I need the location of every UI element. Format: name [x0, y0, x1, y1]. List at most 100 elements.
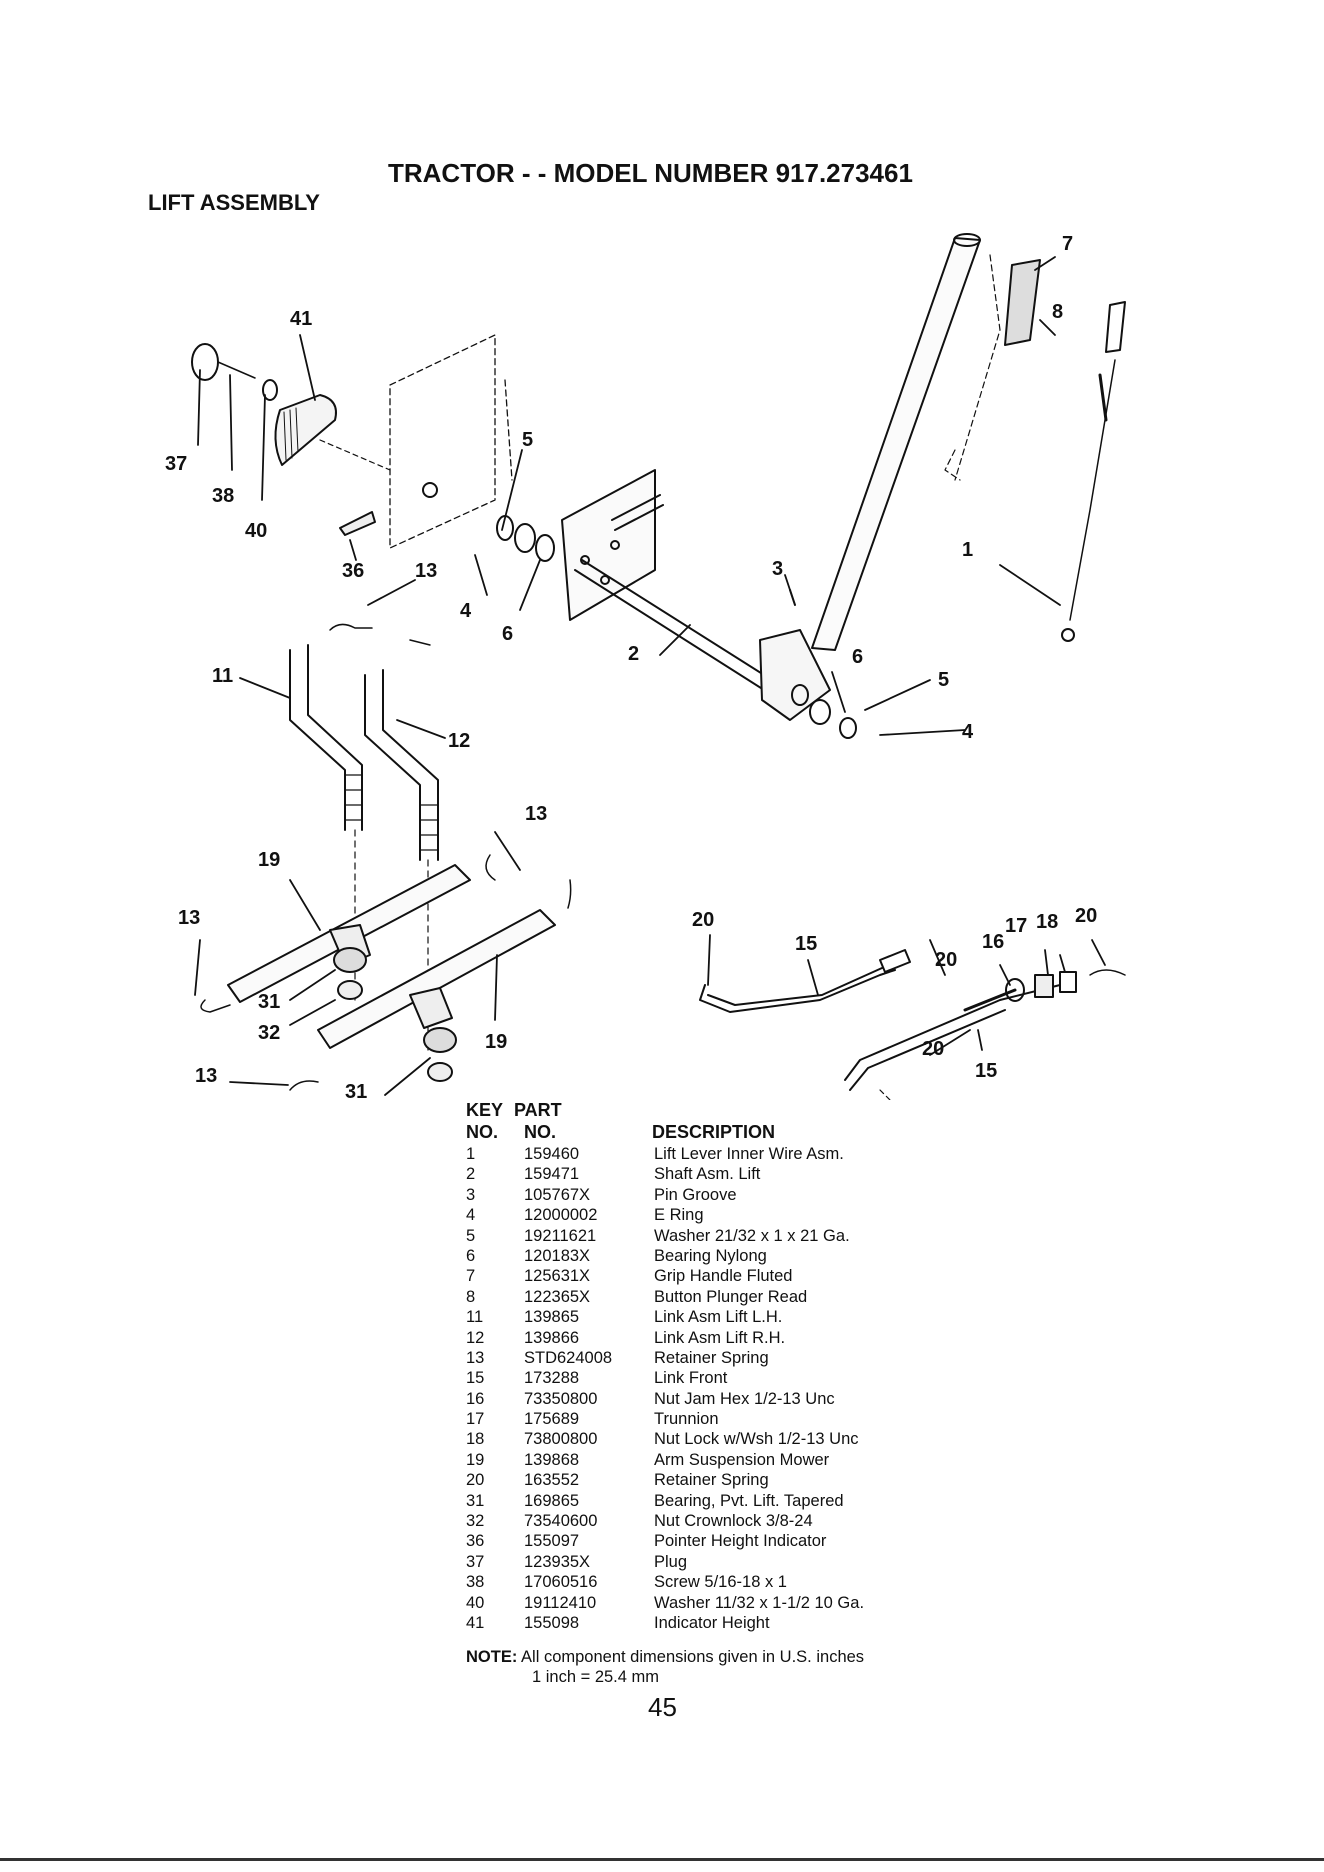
description-cell: Link Front — [654, 1369, 728, 1388]
note: NOTE: All component dimensions given in … — [466, 1647, 864, 1667]
callout: 20 — [922, 1038, 944, 1060]
header-part-line2: NO. — [524, 1122, 557, 1142]
lift-assembly-diagram: 41 37 38 40 5 36 13 4 6 11 12 13 19 13 3… — [165, 233, 1126, 1100]
key-cell: 17 — [466, 1410, 485, 1429]
callout: 13 — [525, 803, 547, 825]
description-cell: Washer 21/32 x 1 x 21 Ga. — [654, 1226, 850, 1245]
key-cell: 8 — [466, 1287, 476, 1306]
description-cell: Grip Handle Fluted — [654, 1267, 793, 1286]
description-cell: Washer 11/32 x 1-1/2 10 Ga. — [654, 1593, 865, 1612]
part-number-cell: 123935X — [524, 1552, 591, 1571]
callout: 12 — [448, 730, 470, 752]
description-cell: Link Asm Lift L.H. — [654, 1308, 783, 1327]
table-row: 40 19112410 Washer 11/32 x 1-1/2 10 Ga. — [466, 1593, 1026, 1613]
description-cell: Pointer Height Indicator — [654, 1532, 827, 1551]
table-row: 20 163552 Retainer Spring — [466, 1470, 1026, 1490]
key-cell: 37 — [466, 1552, 485, 1571]
key-cell: 6 — [466, 1246, 476, 1265]
callout: 11 — [212, 665, 233, 687]
header-key-line1: KEY — [466, 1100, 504, 1120]
part-number-cell: 17060516 — [524, 1573, 598, 1592]
parts-table-header: KEY NO. PART NO. DESCRIPTION — [466, 1100, 1026, 1144]
callout: 4 — [460, 600, 472, 622]
callout: 37 — [165, 453, 187, 475]
table-row: 8 122365X Button Plunger Read — [466, 1287, 1026, 1307]
description-cell: Bearing Nylong — [654, 1246, 767, 1265]
key-cell: 13 — [466, 1348, 485, 1367]
description-cell: Arm Suspension Mower — [654, 1450, 830, 1469]
part-number-cell: 159471 — [524, 1165, 580, 1184]
callout: 15 — [795, 933, 817, 955]
header-description: DESCRIPTION — [652, 1122, 776, 1142]
section-title: LIFT ASSEMBLY — [148, 190, 320, 215]
key-cell: 12 — [466, 1328, 485, 1347]
part-number-cell: 122365X — [524, 1287, 591, 1306]
description-cell: Link Asm Lift R.H. — [654, 1328, 786, 1347]
callout: 31 — [345, 1081, 367, 1100]
header-key-line2: NO. — [466, 1122, 499, 1142]
description-cell: Bearing, Pvt. Lift. Tapered — [654, 1491, 844, 1510]
description-cell: Shaft Asm. Lift — [654, 1165, 761, 1184]
part-number-cell: 73350800 — [524, 1389, 598, 1408]
key-cell: 7 — [466, 1267, 476, 1286]
note-line1: All component dimensions given in U.S. i… — [521, 1648, 865, 1666]
description-cell: Retainer Spring — [654, 1348, 769, 1367]
part-number-cell: 19112410 — [524, 1593, 597, 1612]
description-cell: Button Plunger Read — [654, 1287, 808, 1306]
key-cell: 41 — [466, 1613, 485, 1632]
part-number-cell: 73540600 — [524, 1512, 598, 1531]
description-cell: Retainer Spring — [654, 1471, 769, 1490]
table-row: 16 73350800 Nut Jam Hex 1/2-13 Unc — [466, 1389, 1026, 1409]
callout: 5 — [522, 429, 533, 451]
callout: 7 — [1062, 233, 1073, 255]
callout: 13 — [195, 1065, 217, 1087]
key-cell: 11 — [466, 1308, 484, 1327]
description-cell: Nut Jam Hex 1/2-13 Unc — [654, 1389, 835, 1408]
key-cell: 3 — [466, 1185, 476, 1204]
key-cell: 19 — [466, 1450, 485, 1469]
key-cell: 16 — [466, 1389, 485, 1408]
key-cell: 40 — [466, 1593, 485, 1612]
key-cell: 20 — [466, 1471, 485, 1490]
description-cell: E Ring — [654, 1206, 704, 1225]
part-number-cell: 139868 — [524, 1450, 580, 1469]
callout: 15 — [975, 1060, 997, 1082]
callout: 13 — [178, 907, 200, 929]
note-line2: 1 inch = 25.4 mm — [532, 1668, 660, 1686]
key-cell: 36 — [466, 1532, 485, 1551]
callout: 32 — [258, 1022, 280, 1044]
callout: 20 — [935, 949, 957, 971]
callout: 16 — [982, 931, 1004, 953]
part-number-cell: 73800800 — [524, 1430, 598, 1449]
key-cell: 38 — [466, 1573, 485, 1592]
key-cell: 5 — [466, 1226, 476, 1245]
part-number-cell: 120183X — [524, 1246, 591, 1265]
part-number-cell: 173288 — [524, 1369, 580, 1388]
header-part-line1: PART — [514, 1100, 562, 1120]
part-number-cell: 105767X — [524, 1185, 591, 1204]
key-cell: 18 — [466, 1430, 485, 1449]
callout: 20 — [692, 909, 714, 931]
callout: 19 — [258, 849, 280, 871]
table-row: 6 120183X Bearing Nylong — [466, 1246, 1026, 1266]
part-number-cell: 159460 — [524, 1145, 580, 1163]
table-row: 19 139868 Arm Suspension Mower — [466, 1450, 1026, 1470]
callout: 18 — [1036, 911, 1058, 933]
part-number-cell: 163552 — [524, 1471, 580, 1490]
callout: 2 — [628, 643, 639, 665]
part-number-cell: 12000002 — [524, 1206, 598, 1225]
callout: 20 — [1075, 905, 1097, 927]
part-number-cell: 169865 — [524, 1491, 580, 1510]
